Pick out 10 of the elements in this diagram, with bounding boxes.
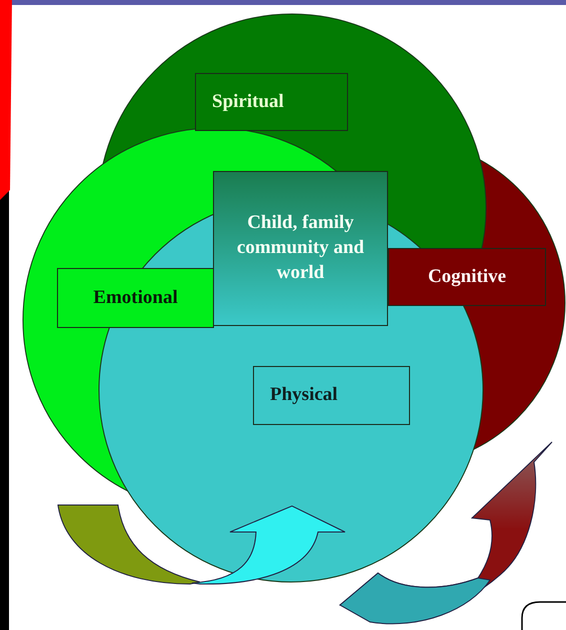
label-text: Emotional (93, 286, 178, 310)
label-text: Child, family community and world (236, 211, 366, 285)
label-text: Spiritual (212, 90, 284, 114)
label-box (253, 366, 410, 425)
label-box (57, 268, 214, 328)
center-box (213, 171, 388, 326)
label-text: Physical (270, 383, 338, 408)
label-box (388, 248, 546, 306)
label-text: Cognitive (428, 264, 506, 289)
label-box (195, 73, 348, 131)
